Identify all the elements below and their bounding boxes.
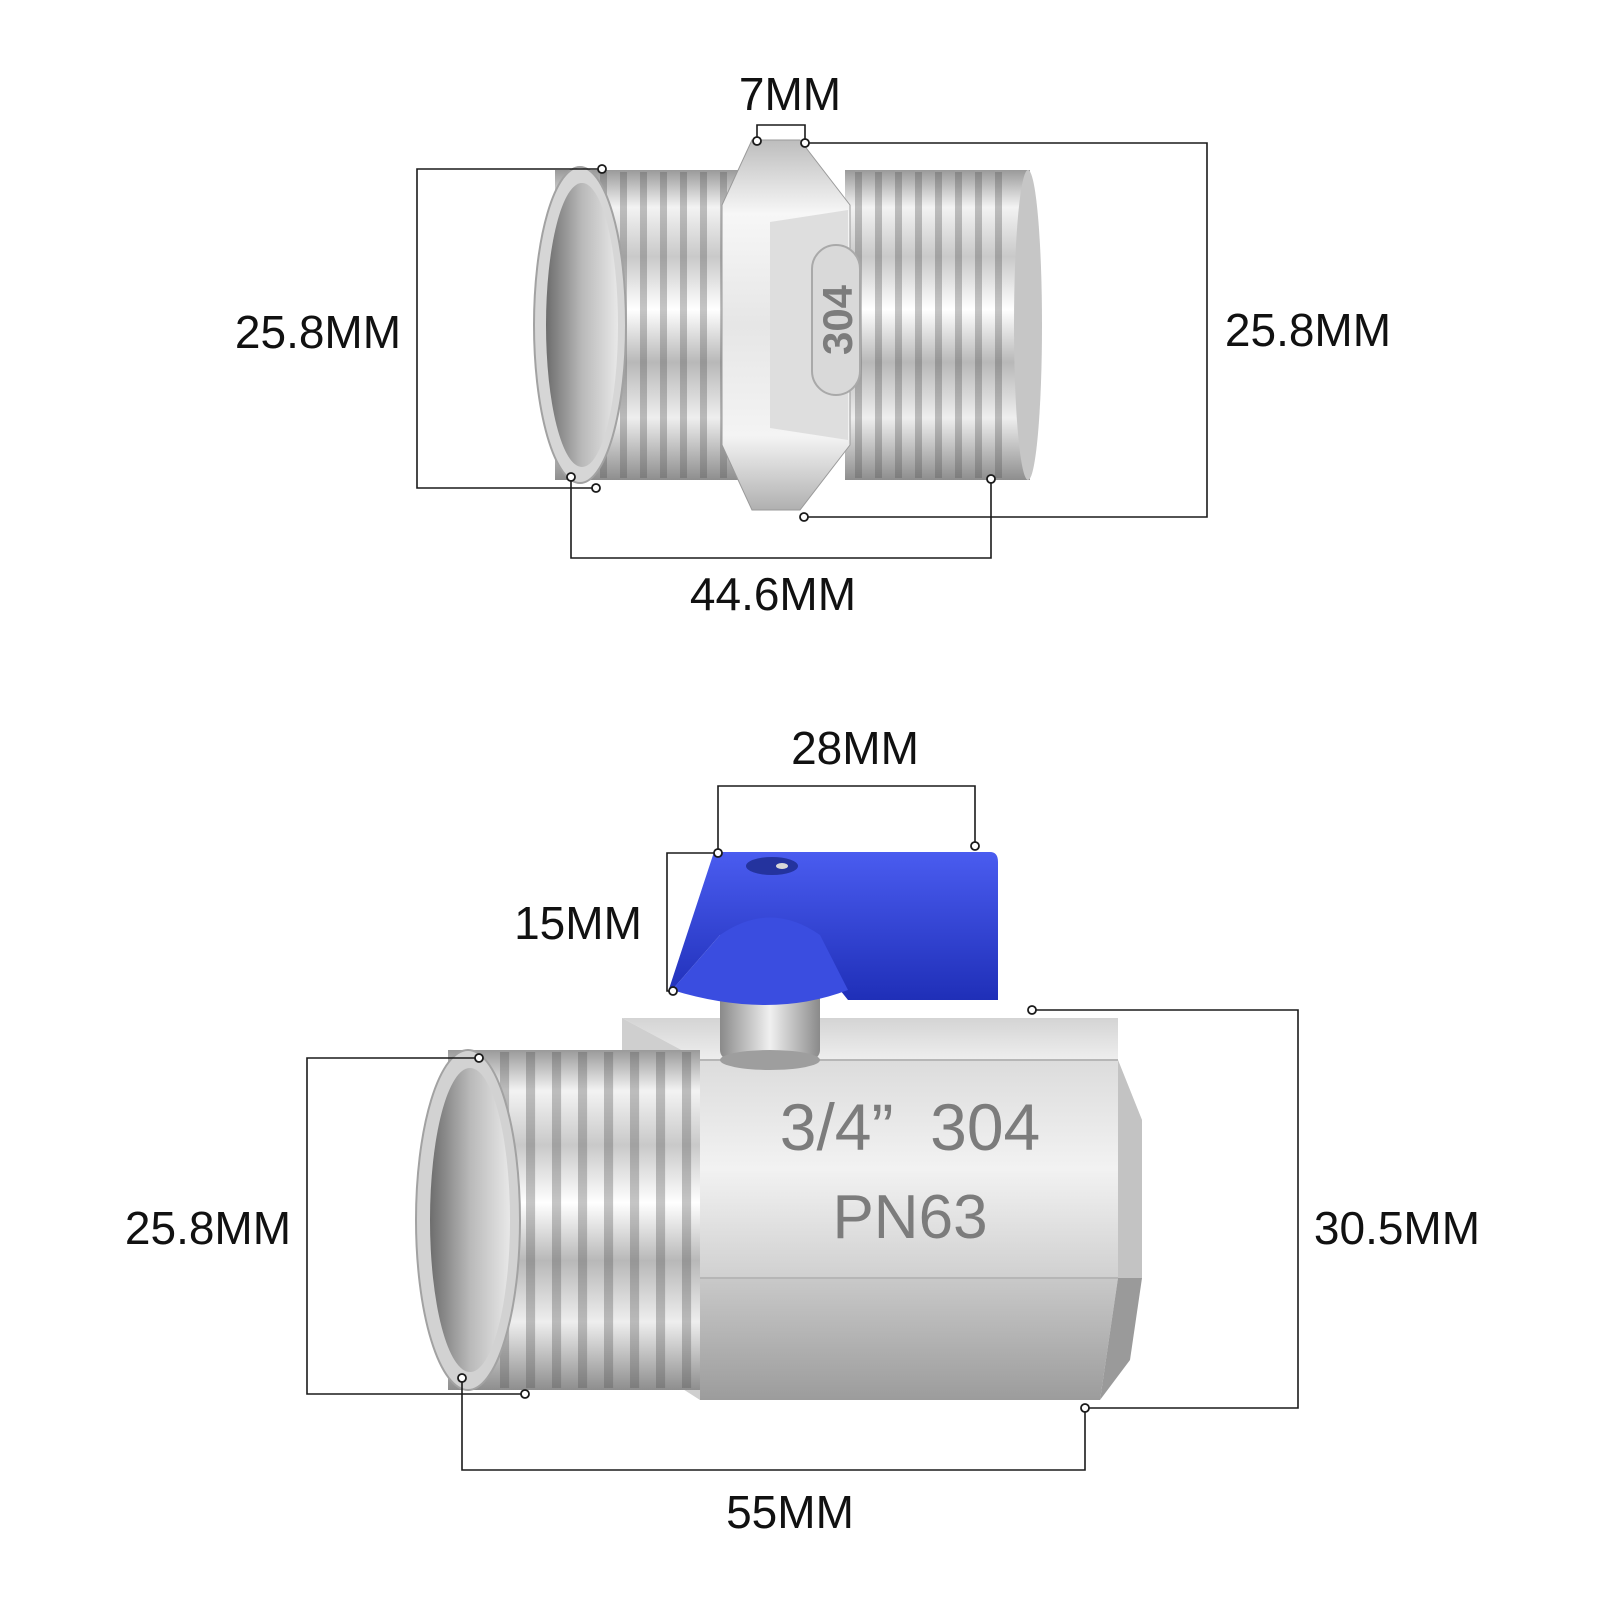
thread-ridge: [526, 1052, 536, 1388]
nipple-right-diameter-label: 25.8MM: [1225, 304, 1391, 356]
valve-engraving-line1: 3/4” 304: [780, 1090, 1041, 1164]
valve-handle-height-label: 15MM: [514, 897, 642, 949]
valve-open-end: [415, 1049, 521, 1391]
thread-ridge: [552, 1052, 562, 1388]
nipple-hex-width-label: 7MM: [739, 68, 841, 120]
thread-ridge: [604, 1052, 614, 1388]
thread-ridge: [875, 172, 882, 478]
valve-length-label: 55MM: [726, 1486, 854, 1538]
thread-ridge: [682, 1052, 692, 1388]
thread-ridge: [630, 1052, 640, 1388]
thread-ridge: [700, 172, 707, 478]
thread-ridge: [895, 172, 902, 478]
valve-handle-width-label: 28MM: [791, 722, 919, 774]
thread-ridge: [915, 172, 922, 478]
valve-butterfly-handle: [668, 852, 998, 1005]
thread-ridge: [656, 1052, 666, 1388]
thread-ridge: [640, 172, 647, 478]
valve-dimension-lines: [306, 785, 1299, 1471]
thread-ridge: [935, 172, 942, 478]
thread-ridge: [578, 1052, 588, 1388]
thread-ridge: [660, 172, 667, 478]
mini-ball-valve: 3/4” 304 PN63: [415, 852, 1142, 1400]
valve-stem: [720, 988, 820, 1070]
valve-body-engraving: 3/4” 304 PN63: [780, 1090, 1041, 1252]
thread-ridge: [975, 172, 982, 478]
nipple-hex-nut: 304: [721, 139, 861, 511]
hex-nipple-fitting: 304: [533, 139, 1042, 511]
nipple-hex-engraving: 304: [814, 284, 861, 355]
nipple-right-thread: [845, 170, 1042, 480]
nipple-length-label: 44.6MM: [690, 568, 856, 620]
thread-ridge: [995, 172, 1002, 478]
nipple-open-end: [533, 166, 627, 484]
thread-ridge: [955, 172, 962, 478]
valve-body-height-label: 30.5MM: [1314, 1202, 1480, 1254]
valve-engraving-line2: PN63: [832, 1183, 987, 1252]
nipple-dimension-lines: [416, 124, 1208, 559]
thread-ridge: [680, 172, 687, 478]
nipple-left-diameter-label: 25.8MM: [235, 306, 401, 358]
valve-thread-diameter-label: 25.8MM: [125, 1202, 291, 1254]
